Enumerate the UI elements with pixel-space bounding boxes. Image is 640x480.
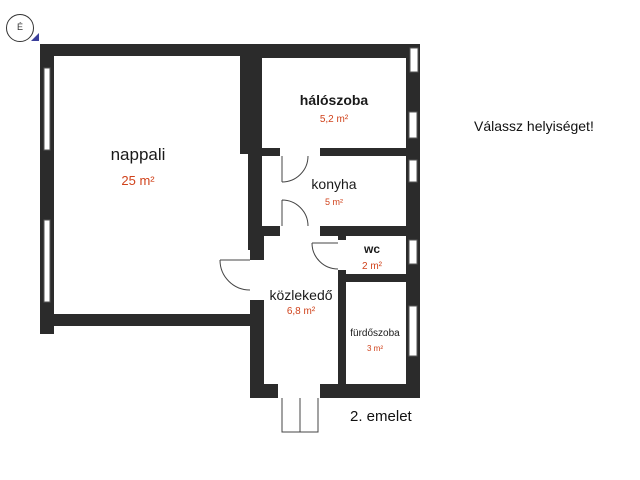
room-label-nappali: nappali [110, 145, 166, 164]
room-kozlekedo[interactable] [264, 236, 338, 384]
floor-label: 2. emelet [350, 408, 412, 425]
select-room-prompt: Válassz helyiséget! [474, 118, 594, 134]
compass-icon: É [6, 14, 34, 42]
room-label-wc: wc [363, 242, 381, 256]
door-openings [250, 148, 346, 398]
room-area-kozlekedo: 6,8 m² [286, 306, 316, 317]
compass-pointer-icon [31, 33, 39, 41]
room-wc[interactable] [344, 238, 406, 274]
windows [43, 47, 419, 357]
room-area-nappali: 25 m² [121, 173, 155, 188]
room-label-kozlekedo: közlekedő [269, 287, 333, 303]
room-area-wc: 2 m² [362, 261, 382, 272]
room-area-haloszoba: 5,2 m² [319, 114, 349, 125]
room-label-haloszoba: hálószoba [299, 92, 369, 108]
room-konyha[interactable] [262, 156, 406, 226]
room-hotspots [60, 56, 406, 384]
room-area-furdoszoba: 3 m² [367, 344, 383, 353]
room-label-konyha: konyha [311, 176, 357, 192]
room-label-furdoszoba: fürdőszoba [350, 328, 400, 339]
room-nappali[interactable] [60, 56, 240, 314]
room-haloszoba[interactable] [262, 60, 406, 148]
room-furdoszoba[interactable] [346, 282, 406, 382]
room-area-konyha: 5 m² [325, 197, 343, 207]
door-swings [219, 155, 339, 433]
